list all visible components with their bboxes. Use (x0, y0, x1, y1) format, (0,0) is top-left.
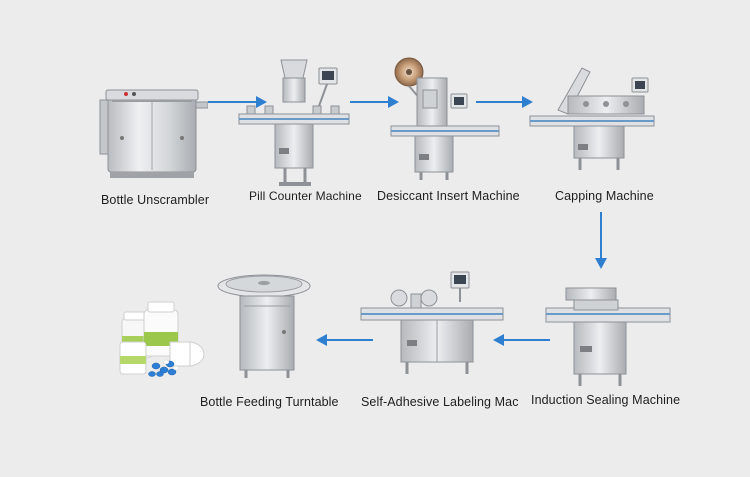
flow-arrow-icon (476, 96, 533, 108)
labeling-machine-icon (360, 271, 504, 374)
bottle-unscrambler-machine-icon (99, 89, 208, 178)
step-label-desiccant-insert: Desiccant Insert Machine (377, 189, 520, 203)
step-label-bottle-feeding: Bottle Feeding Turntable (200, 395, 339, 409)
turntable-icon (217, 274, 311, 378)
flow-arrow-icon (350, 96, 399, 108)
step-label-capping: Capping Machine (555, 189, 654, 203)
flow-arrow-icon (316, 334, 373, 346)
step-label-labeling: Self-Adhesive Labeling Mac (361, 395, 519, 409)
induction-sealing-machine-icon (545, 287, 671, 386)
step-label-pill-counter: Pill Counter Machine (249, 189, 362, 203)
pill-counter-machine-icon (238, 59, 350, 186)
pill-bottles-product-icon (119, 301, 205, 377)
capping-machine-icon (529, 67, 655, 170)
step-label-bottle-unscrambler: Bottle Unscrambler (101, 193, 210, 207)
flow-arrow-icon (493, 334, 550, 346)
flow-arrow-icon (208, 96, 267, 108)
desiccant-insert-machine-icon (390, 57, 500, 180)
flow-arrow-icon (595, 212, 607, 269)
step-label-induction-sealing: Induction Sealing Machine (531, 393, 681, 407)
